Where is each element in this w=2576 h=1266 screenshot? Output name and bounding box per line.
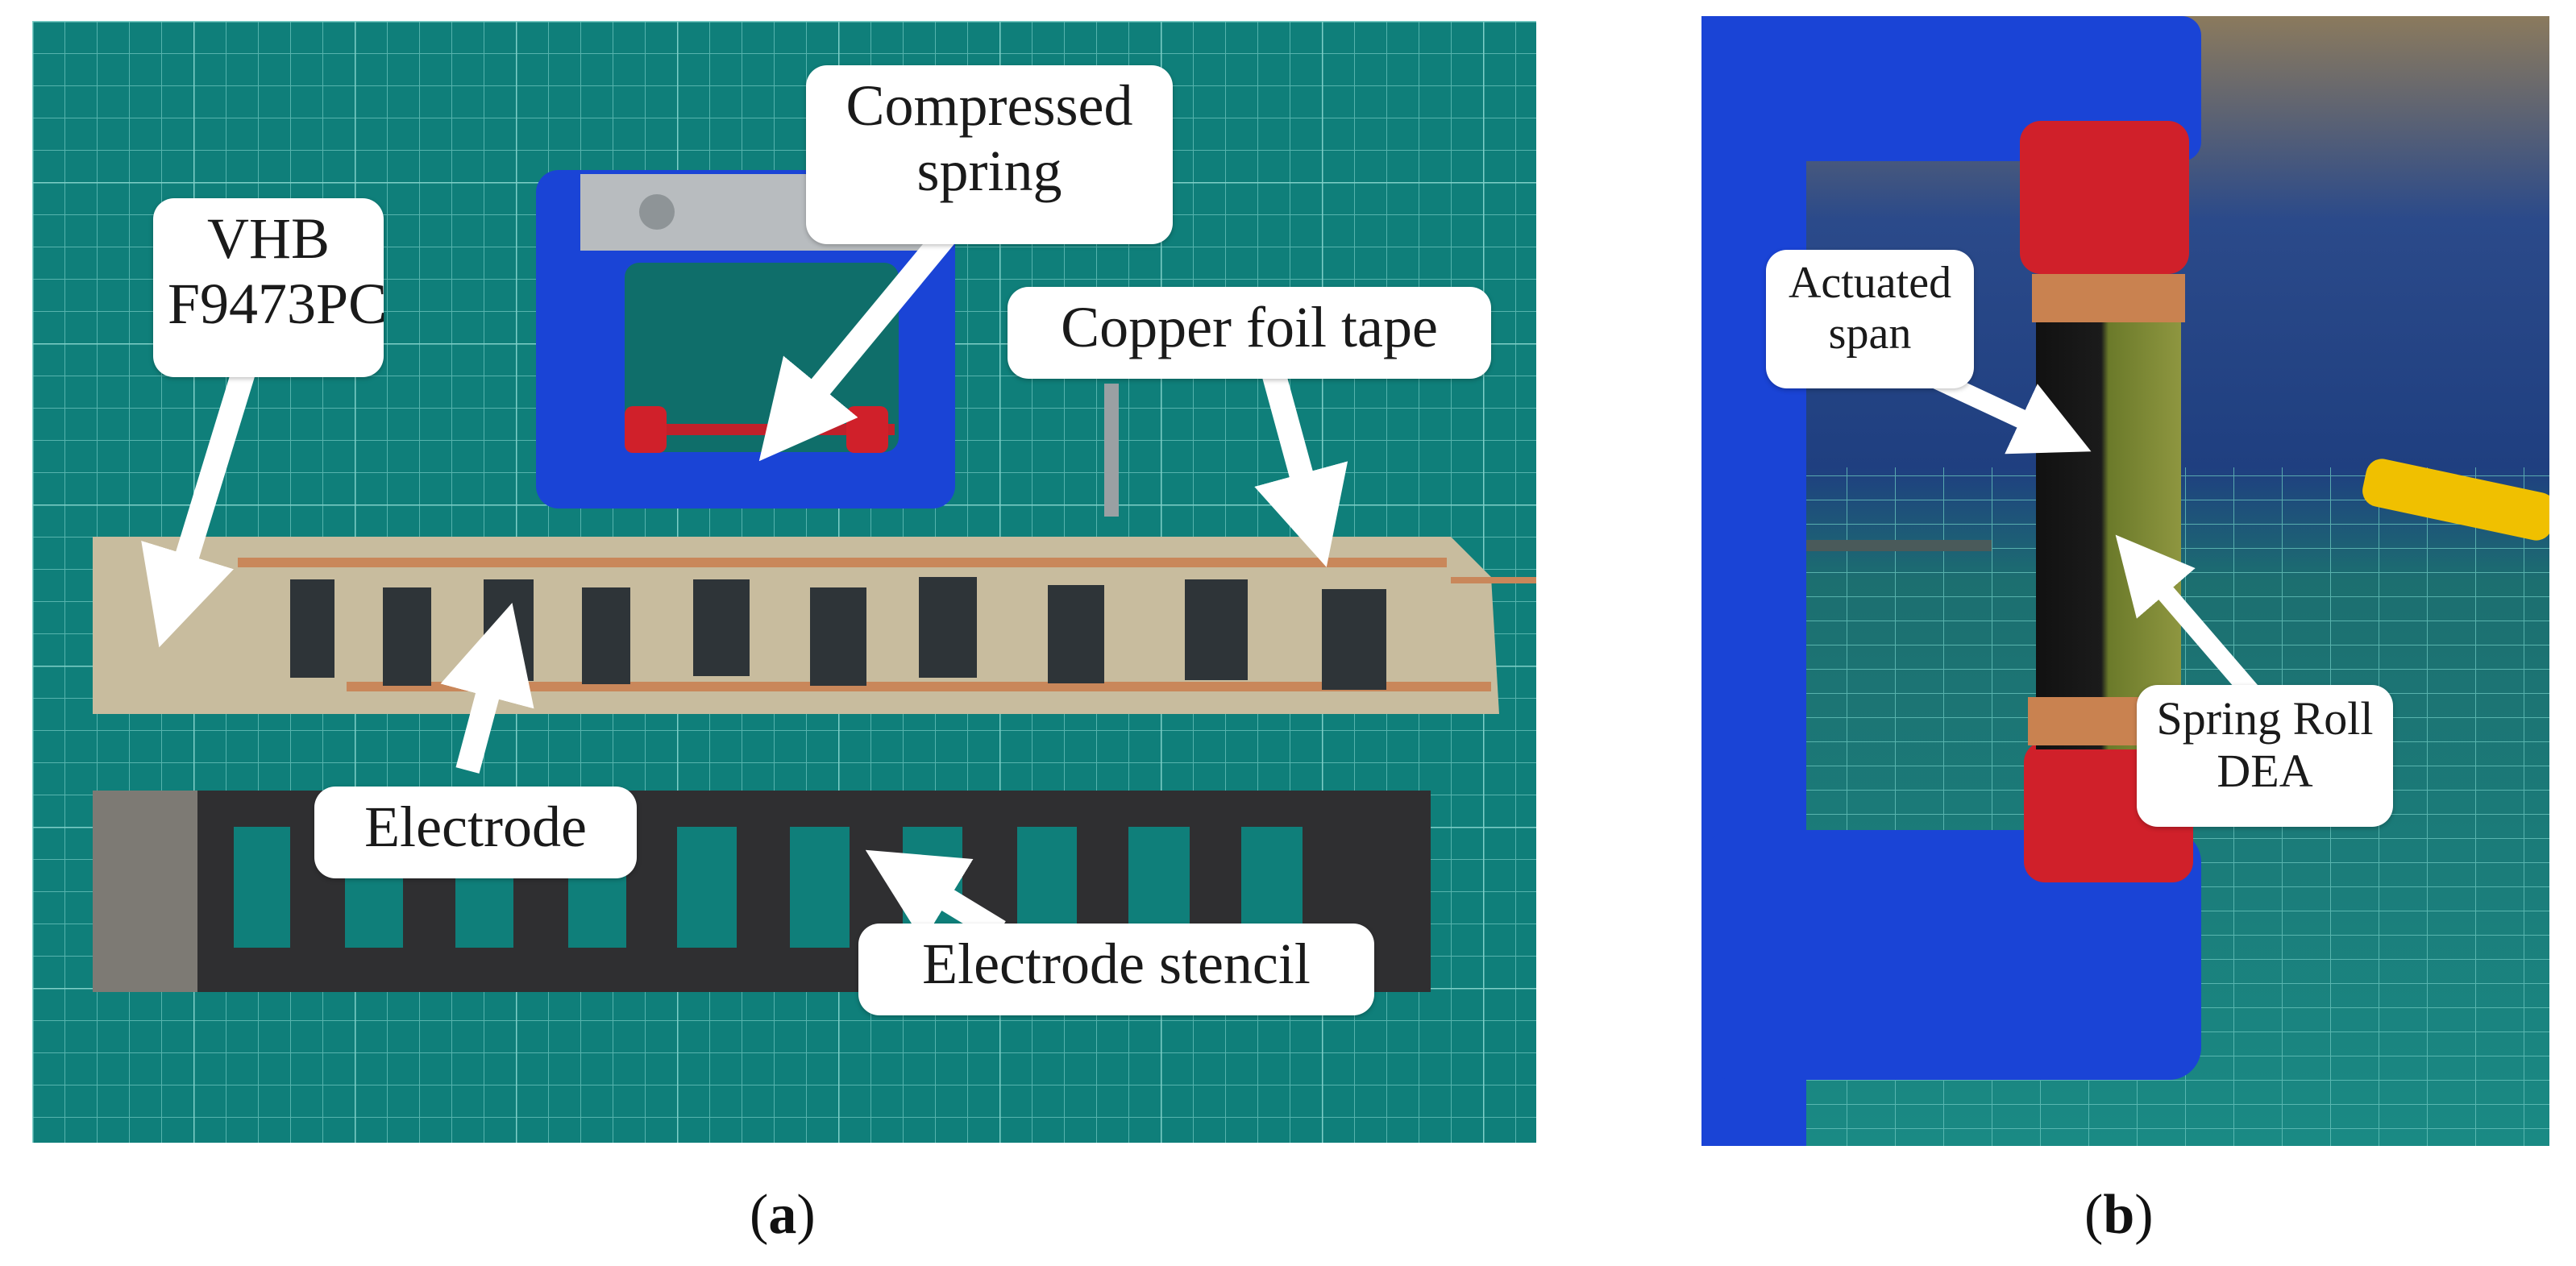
label-vhb-line2: F9473PC	[168, 271, 388, 336]
caption-a-letter: a	[768, 1184, 797, 1246]
label-spring-roll-dea: Spring Roll DEA	[2137, 685, 2393, 827]
label-electrode-text: Electrode	[364, 795, 587, 859]
label-actuated-line2: span	[1828, 308, 1912, 359]
caption-b-open: (	[2084, 1184, 2104, 1246]
caption-a-close: )	[796, 1184, 816, 1246]
loose-spring	[1104, 384, 1119, 517]
caption-b-letter: b	[2103, 1184, 2135, 1246]
spring-roll-dea	[2028, 274, 2185, 749]
label-spring-line1: Compressed	[846, 73, 1133, 138]
label-actuated-span: Actuated span	[1766, 250, 1974, 388]
label-spring-line2: spring	[916, 138, 1062, 203]
caption-b-close: )	[2134, 1184, 2154, 1246]
top-red-cap	[2020, 121, 2189, 274]
vhb-strip	[93, 537, 1536, 714]
label-actuated-line1: Actuated	[1788, 258, 1952, 308]
label-copper-text: Copper foil tape	[1061, 295, 1438, 359]
label-dea-line2: DEA	[2217, 744, 2313, 797]
caption-a: (a)	[750, 1183, 816, 1247]
label-electrode: Electrode	[314, 787, 637, 878]
label-compressed-spring: Compressed spring	[806, 65, 1173, 244]
caption-a-open: (	[750, 1184, 769, 1246]
panel-b-scene	[1701, 16, 2549, 1146]
panel-a-photo: VHB F9473PC Compressed spring Copper foi…	[32, 21, 1536, 1143]
label-vhb: VHB F9473PC	[153, 198, 388, 377]
label-dea-line1: Spring Roll	[2156, 692, 2374, 745]
spring-clamp	[536, 170, 955, 508]
label-vhb-line1: VHB	[206, 206, 330, 271]
caption-b: (b)	[2084, 1183, 2154, 1247]
label-electrode-stencil: Electrode stencil	[858, 924, 1374, 1015]
label-copper-foil-tape: Copper foil tape	[1008, 287, 1491, 379]
panel-b-photo: Actuated span Spring Roll DEA	[1701, 16, 2549, 1146]
label-stencil-text: Electrode stencil	[922, 932, 1311, 996]
